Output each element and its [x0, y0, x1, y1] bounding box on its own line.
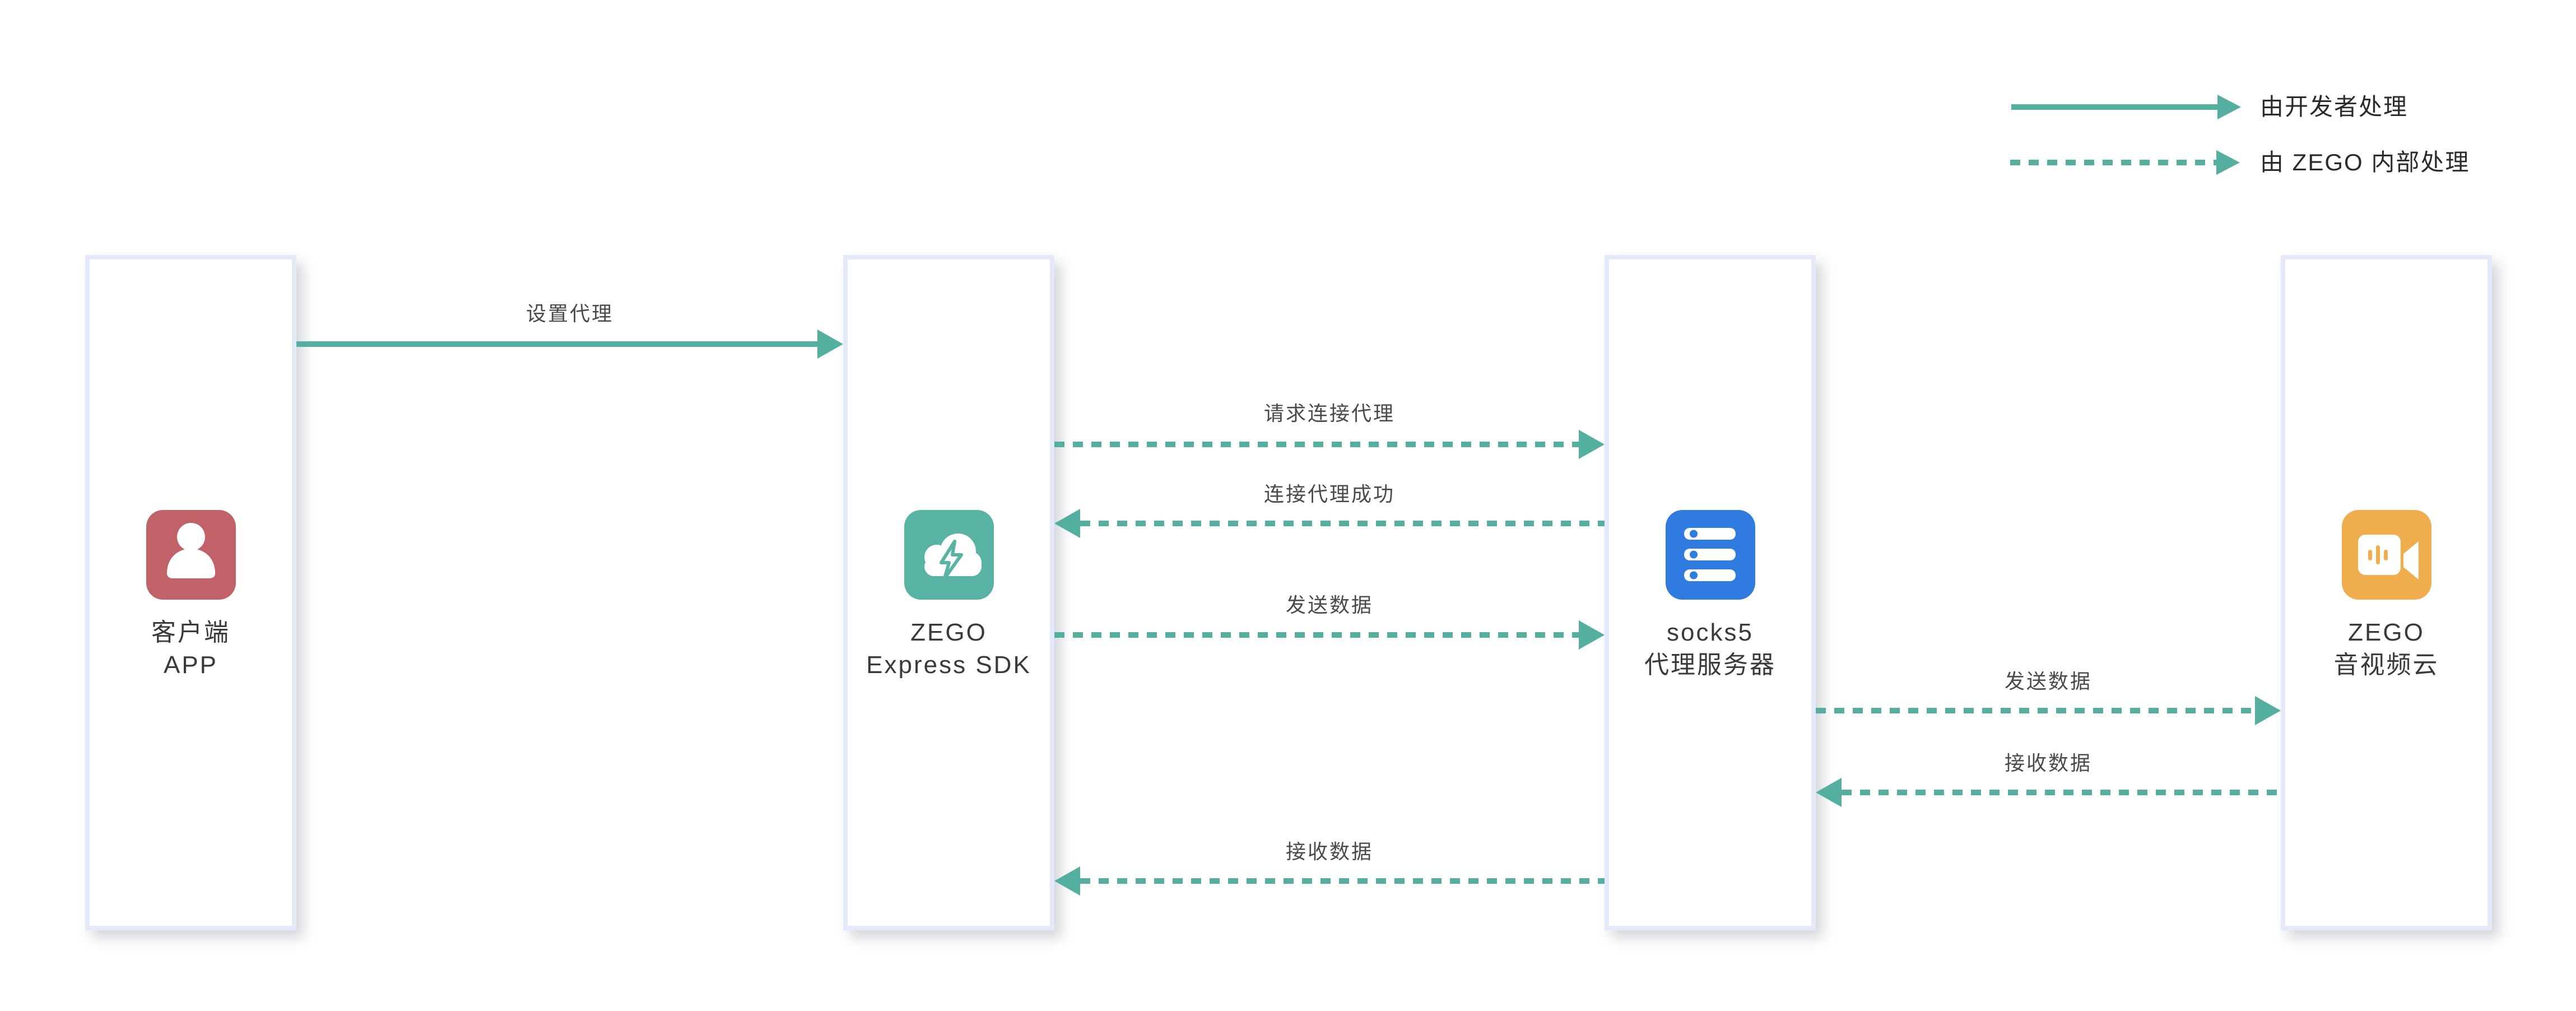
arrow-line	[1080, 878, 1605, 884]
arrowhead-left-icon	[1054, 509, 1080, 538]
arrow-line	[1080, 521, 1605, 526]
node-label: ZEGO 音视频云	[2333, 619, 2439, 679]
node-label: 客户端 APP	[151, 619, 230, 679]
arrow-line	[1054, 632, 1579, 638]
arrowhead-right-icon	[2255, 696, 2281, 725]
arrow-label: 设置代理	[526, 302, 614, 325]
arrow-label: 发送数据	[2004, 670, 2093, 693]
arrow-label: 请求连接代理	[1263, 402, 1396, 425]
video-camera-icon	[2341, 510, 2431, 600]
legend-solid-arrow-line	[2011, 104, 2217, 110]
legend-item-zego-internal: 由 ZEGO 内部处理	[2260, 149, 2470, 175]
arrowhead-right-icon	[1579, 430, 1605, 459]
server-icon	[1665, 510, 1755, 600]
legend-solid-arrowhead-icon	[2217, 95, 2241, 119]
arrow-line	[296, 341, 817, 347]
arrow-line	[1816, 708, 2255, 713]
legend-dashed-arrowhead-icon	[2216, 150, 2240, 175]
cloud-lightning-icon	[904, 510, 994, 600]
arrow-label: 连接代理成功	[1263, 483, 1396, 506]
node-label: socks5 代理服务器	[1644, 619, 1776, 679]
arrowhead-right-icon	[1579, 620, 1605, 650]
legend-dashed-arrow-line	[2010, 160, 2216, 165]
arrow-label: 接收数据	[2004, 752, 2093, 775]
arrowhead-left-icon	[1054, 866, 1080, 896]
user-icon	[146, 510, 236, 600]
arrowhead-left-icon	[1816, 778, 1842, 807]
arrow-label: 发送数据	[1285, 593, 1374, 616]
node-client-app: 客户端 APP	[85, 255, 296, 930]
node-socks5-proxy-server: socks5 代理服务器	[1605, 255, 1816, 930]
arrowhead-right-icon	[817, 330, 843, 359]
arrow-line	[1054, 442, 1579, 447]
arrow-label: 接收数据	[1285, 840, 1374, 863]
node-zego-express-sdk: ZEGO Express SDK	[843, 255, 1054, 930]
arrow-line	[1842, 790, 2281, 795]
node-zego-rtc-cloud: ZEGO 音视频云	[2281, 255, 2492, 930]
legend-item-developer-handled: 由开发者处理	[2260, 94, 2408, 120]
node-label: ZEGO Express SDK	[866, 619, 1031, 679]
